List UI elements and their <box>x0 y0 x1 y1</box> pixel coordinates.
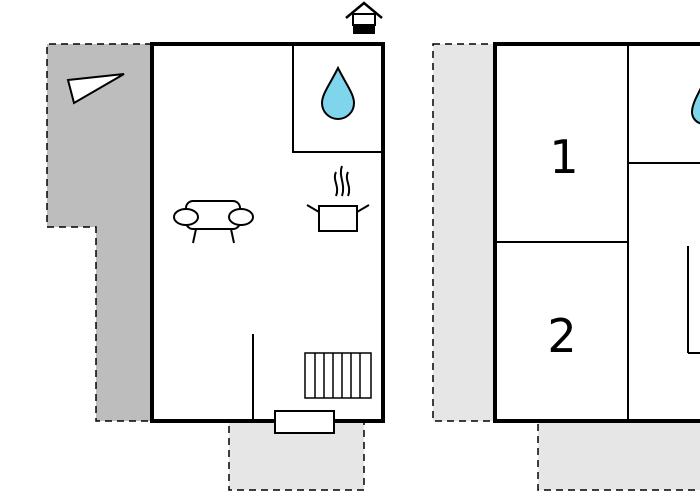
radiator-icon <box>304 352 372 399</box>
ground-floor-plan <box>46 1 385 491</box>
ground-floor-walls <box>150 42 385 423</box>
door-mat-icon <box>274 410 335 434</box>
compass-direction-icon <box>66 73 125 105</box>
terrace-left <box>46 43 153 422</box>
upper-floor-walls <box>493 42 700 423</box>
entrance-house-icon <box>345 1 383 34</box>
terrace-bottom-right <box>537 420 700 491</box>
cooking-pot-icon <box>306 165 370 232</box>
room-number-2: 2 <box>547 309 576 363</box>
water-drop-icon <box>690 87 700 125</box>
bathroom-walls <box>292 44 383 153</box>
upper-floor-plan: 1 2 <box>432 42 700 491</box>
room-number-1: 1 <box>549 130 578 184</box>
water-drop-icon <box>320 65 356 120</box>
terrace-right-side <box>432 43 496 422</box>
upper-floor-inner-walls <box>495 44 700 421</box>
sofa-icon <box>173 200 254 244</box>
